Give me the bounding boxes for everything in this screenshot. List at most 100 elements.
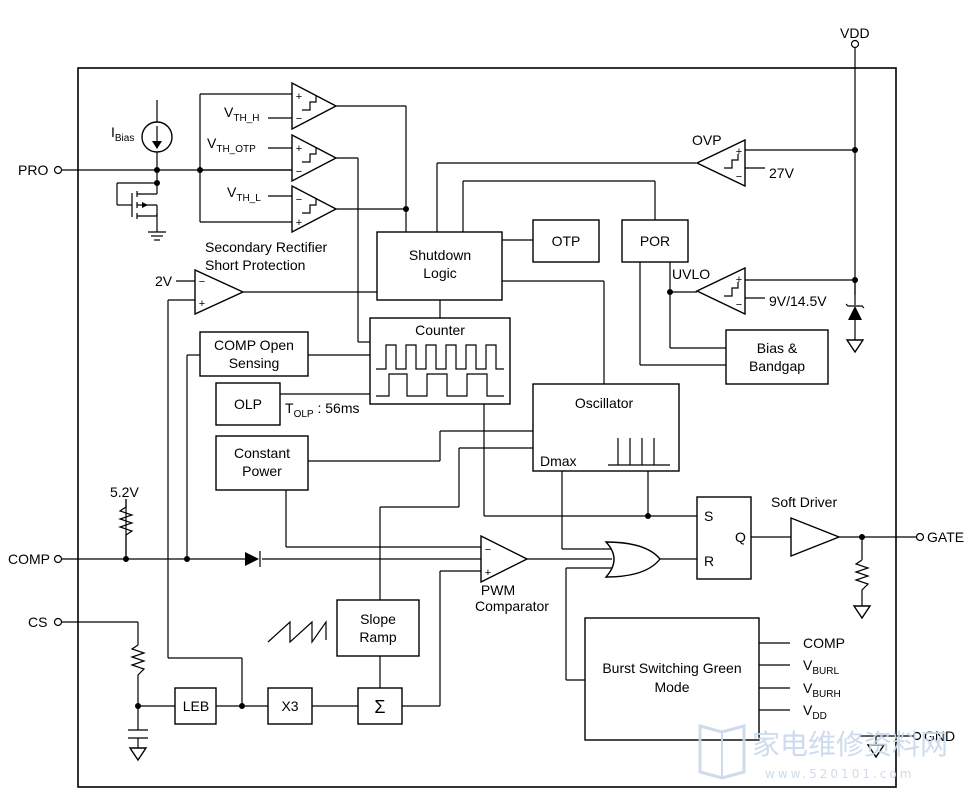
short-protection-label: Short Protection bbox=[205, 257, 305, 273]
svg-text:LEB: LEB bbox=[183, 698, 209, 714]
otp-block: OTP bbox=[532, 219, 600, 263]
vth-otp-label: VTH_OTP bbox=[207, 135, 256, 155]
wires bbox=[62, 44, 917, 748]
ground-symbol-gnd bbox=[866, 744, 886, 759]
svg-text:Slope: Slope bbox=[360, 611, 396, 627]
v27-label: 27V bbox=[769, 165, 795, 181]
ibias-current-source bbox=[141, 121, 173, 153]
dmax-label: Dmax bbox=[540, 453, 577, 469]
leb-block: LEB bbox=[174, 687, 217, 725]
comparator-ovp: +− bbox=[695, 138, 746, 188]
svg-text:S: S bbox=[704, 508, 713, 524]
slope-ramp-block: Slope Ramp bbox=[336, 599, 420, 657]
mosfet-switch bbox=[117, 183, 158, 219]
shutdown-logic-block: Shutdown Logic bbox=[376, 231, 503, 301]
tolp-label: TOLP : 56ms bbox=[285, 400, 359, 420]
pin-gate-label: GATE bbox=[927, 529, 964, 545]
comparator-vth-otp: +− bbox=[291, 133, 338, 183]
counter-block: Counter bbox=[369, 317, 511, 405]
bias-bandgap-block: Bias & Bandgap bbox=[725, 329, 829, 385]
svg-text:Counter: Counter bbox=[415, 322, 465, 338]
vth-l-label: VTH_L bbox=[227, 184, 261, 204]
burst-input-comp: COMP bbox=[803, 635, 845, 651]
comp-diode bbox=[245, 551, 261, 567]
ovp-label: OVP bbox=[692, 132, 722, 148]
zener-diode bbox=[845, 303, 865, 320]
counter-fast-pulses bbox=[376, 344, 504, 370]
pin-gnd-label: GND bbox=[924, 728, 955, 744]
ground-symbol-vdd bbox=[845, 339, 865, 354]
burst-mode-block: Burst Switching Green Mode bbox=[584, 617, 760, 741]
svg-text:Q: Q bbox=[735, 529, 746, 545]
cs-resistor bbox=[130, 644, 146, 680]
svg-text:Ramp: Ramp bbox=[359, 629, 397, 645]
comparator-uvlo: +− bbox=[695, 266, 746, 316]
burst-input-vdd: VDD bbox=[803, 702, 827, 722]
oscillator-block: Oscillator bbox=[532, 383, 680, 472]
or-gate bbox=[604, 541, 661, 578]
sawtooth-waveform bbox=[267, 620, 327, 644]
svg-text:Oscillator: Oscillator bbox=[575, 395, 634, 411]
comparator-label: Comparator bbox=[475, 598, 549, 614]
pwm-comparator: −+ bbox=[480, 534, 529, 584]
por-block: POR bbox=[621, 219, 689, 263]
pin-pro-label: PRO bbox=[18, 162, 48, 178]
x3-block: X3 bbox=[267, 687, 313, 725]
svg-text:POR: POR bbox=[640, 233, 670, 249]
secondary-rectifier-label: Secondary Rectifier bbox=[205, 239, 328, 255]
svg-text:−: − bbox=[199, 276, 205, 288]
svg-text:Shutdown: Shutdown bbox=[409, 247, 471, 263]
svg-text:Bandgap: Bandgap bbox=[749, 358, 805, 374]
pwm-label: PWM bbox=[481, 582, 515, 598]
chip-outline bbox=[77, 67, 897, 788]
watermark-url: www.520101.com bbox=[765, 767, 914, 781]
svg-text:−: − bbox=[296, 194, 302, 206]
svg-text:Sensing: Sensing bbox=[229, 355, 280, 371]
v52-label: 5.2V bbox=[110, 484, 139, 500]
svg-text:+: + bbox=[296, 143, 302, 155]
sr-latch: S R Q bbox=[696, 496, 752, 580]
watermark: 家电维修资料网 www.520101.com bbox=[698, 724, 948, 781]
constant-power-block: Constant Power bbox=[215, 435, 309, 491]
svg-text:Mode: Mode bbox=[654, 679, 689, 695]
burst-input-vburh: VBURH bbox=[803, 680, 841, 700]
svg-text:Constant: Constant bbox=[234, 445, 290, 461]
svg-text:−: − bbox=[485, 544, 491, 556]
pin-circles bbox=[53, 39, 925, 741]
resistor-5v2 bbox=[118, 499, 134, 559]
junction-dots bbox=[123, 147, 865, 709]
comparator-vth-h: +− bbox=[291, 81, 338, 131]
pin-vdd-label: VDD bbox=[840, 25, 870, 41]
svg-text:R: R bbox=[704, 553, 714, 569]
burst-input-vburl: VBURL bbox=[803, 657, 839, 677]
svg-text:−: − bbox=[296, 113, 302, 125]
v2-label: 2V bbox=[155, 273, 173, 289]
comparator-2v: −+ bbox=[194, 268, 245, 316]
svg-text:Logic: Logic bbox=[423, 265, 456, 281]
watermark-text: 家电维修资料网 bbox=[752, 728, 948, 761]
sum-block: Σ bbox=[357, 687, 403, 725]
svg-text:−: − bbox=[736, 299, 742, 311]
svg-text:+: + bbox=[736, 146, 742, 158]
olp-block: OLP bbox=[215, 382, 281, 426]
svg-text:X3: X3 bbox=[281, 698, 298, 714]
svg-text:OTP: OTP bbox=[552, 233, 581, 249]
svg-text:+: + bbox=[296, 217, 302, 229]
svg-text:OLP: OLP bbox=[234, 396, 262, 412]
cs-capacitor bbox=[128, 729, 148, 762]
uvlo-label: UVLO bbox=[672, 266, 710, 282]
comparator-vth-l: −+ bbox=[291, 184, 338, 234]
ibias-label: IBias bbox=[111, 124, 134, 144]
svg-text:Bias &: Bias & bbox=[757, 340, 798, 356]
svg-text:Σ: Σ bbox=[374, 697, 385, 717]
soft-driver-buffer bbox=[790, 516, 841, 558]
svg-text:+: + bbox=[485, 567, 491, 579]
pin-comp-label: COMP bbox=[8, 551, 50, 567]
soft-driver-label: Soft Driver bbox=[771, 494, 837, 510]
svg-text:Power: Power bbox=[242, 463, 282, 479]
vth-h-label: VTH_H bbox=[224, 104, 259, 124]
svg-text:+: + bbox=[736, 274, 742, 286]
counter-slow-pulses bbox=[376, 373, 504, 397]
svg-text:+: + bbox=[199, 298, 205, 310]
